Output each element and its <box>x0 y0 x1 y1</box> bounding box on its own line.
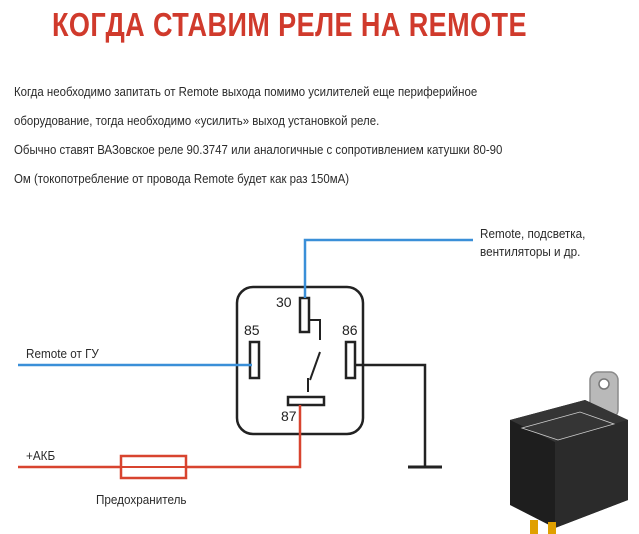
pin-30-terminal <box>298 296 311 334</box>
remote-output-label-line-2: вентиляторы и др. <box>480 244 581 259</box>
battery-label: +АКБ <box>26 448 56 463</box>
fuse-label: Предохранитель <box>96 492 187 507</box>
relay-side-face <box>555 420 628 528</box>
relay-pin-contact <box>530 520 538 534</box>
relay-top-face <box>510 400 628 442</box>
power-wire <box>186 405 302 469</box>
ground-wire <box>355 363 427 467</box>
description-line-4: Ом (токопотребление от провода Remote бу… <box>14 171 350 186</box>
page-title: КОГДА СТАВИМ РЕЛЕ НА REMOTE <box>52 6 527 43</box>
relay-photo <box>510 371 628 534</box>
description-line-1: Когда необходимо запитать от Remote выхо… <box>14 84 478 99</box>
pin-86-terminal <box>344 340 357 380</box>
description-line-2: оборудование, тогда необходимо «усилить»… <box>14 113 380 128</box>
pin-87-terminal <box>286 395 326 407</box>
remote-input-label: Remote от ГУ <box>26 346 99 361</box>
remote-output-label-line-1: Remote, подсветка, <box>480 226 586 241</box>
remote-output-wire <box>303 238 473 298</box>
pin-86-label: 86 <box>342 322 358 338</box>
relay-pin-contact <box>548 522 556 534</box>
switch-arm <box>309 351 321 381</box>
description-line-3: Обычно ставят ВАЗовское реле 90.3747 или… <box>14 142 503 157</box>
pin-85-label: 85 <box>244 322 260 338</box>
pin-87-label: 87 <box>281 408 297 424</box>
switch-contact-top <box>310 319 321 340</box>
pin-30-label: 30 <box>276 294 292 310</box>
pin-85-terminal <box>248 340 261 380</box>
bracket-hole <box>598 378 610 390</box>
relay-label-markings <box>520 411 616 441</box>
